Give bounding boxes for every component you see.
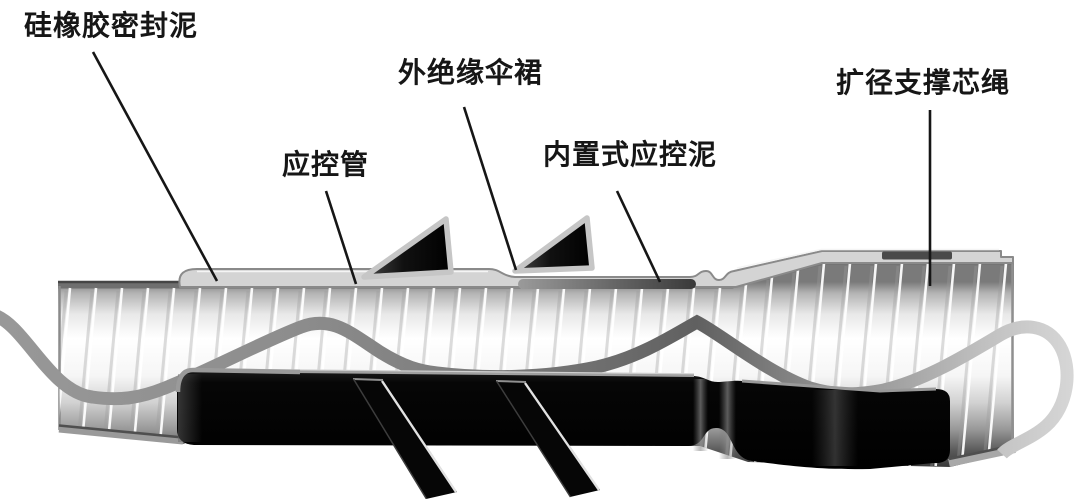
label-outer-insulation-shed: 外绝缘伞裙 — [398, 56, 544, 89]
body-top-seam-right — [741, 379, 937, 393]
molding-highlight-right — [736, 248, 999, 269]
lower-fin-1-highlight — [381, 380, 457, 493]
body-left-rim — [175, 367, 301, 393]
leader-silicone-sealing-mastic — [91, 51, 219, 282]
lower-fin-1-left-edge — [352, 378, 428, 499]
label-built-in-stress-control-mastic: 内置式应控泥 — [543, 138, 718, 171]
support-tube-bottom-left-band — [58, 425, 184, 445]
molding-dark-segment — [882, 251, 952, 260]
rubber-body — [175, 367, 950, 499]
leader-stress-control-tube — [324, 190, 358, 285]
shed-1 — [361, 216, 454, 280]
leader-built-in-stress-control-mastic — [615, 190, 662, 283]
shed-2 — [512, 215, 595, 274]
body-curvature-highlight — [812, 390, 858, 466]
support-tube-bottom-left-line — [58, 424, 184, 439]
stress-control-mastic-channel — [518, 279, 696, 289]
body-waist-highlight-1 — [693, 379, 708, 451]
leader-outer-insulation-shed — [462, 106, 518, 271]
lower-fin-2-left-edge — [495, 380, 572, 498]
tube-rib — [982, 265, 1004, 467]
body-waist-highlight-2 — [719, 381, 736, 459]
lower-fin-2-highlight — [524, 382, 600, 491]
label-silicone-sealing-mastic: 硅橡胶密封泥 — [24, 9, 199, 42]
label-expansion-support-core-rope: 扩径支撑芯绳 — [836, 66, 1011, 99]
support-core-rope-ribbon — [0, 310, 1074, 459]
lower-fin-1 — [353, 379, 457, 499]
lower-fin-2 — [496, 381, 600, 497]
lower-fin-2-top-seam — [495, 380, 527, 383]
tube-rib — [960, 262, 982, 467]
lower-fin-1-top-seam — [352, 378, 384, 381]
tube-rib — [956, 265, 978, 467]
leader-lines — [91, 51, 932, 286]
body-left-edge-highlight — [178, 374, 202, 442]
label-stress-control-tube: 应控管 — [282, 148, 370, 181]
tube-rib — [986, 262, 1008, 467]
insulation-sheds — [361, 215, 595, 280]
tube-rib — [58, 290, 68, 467]
